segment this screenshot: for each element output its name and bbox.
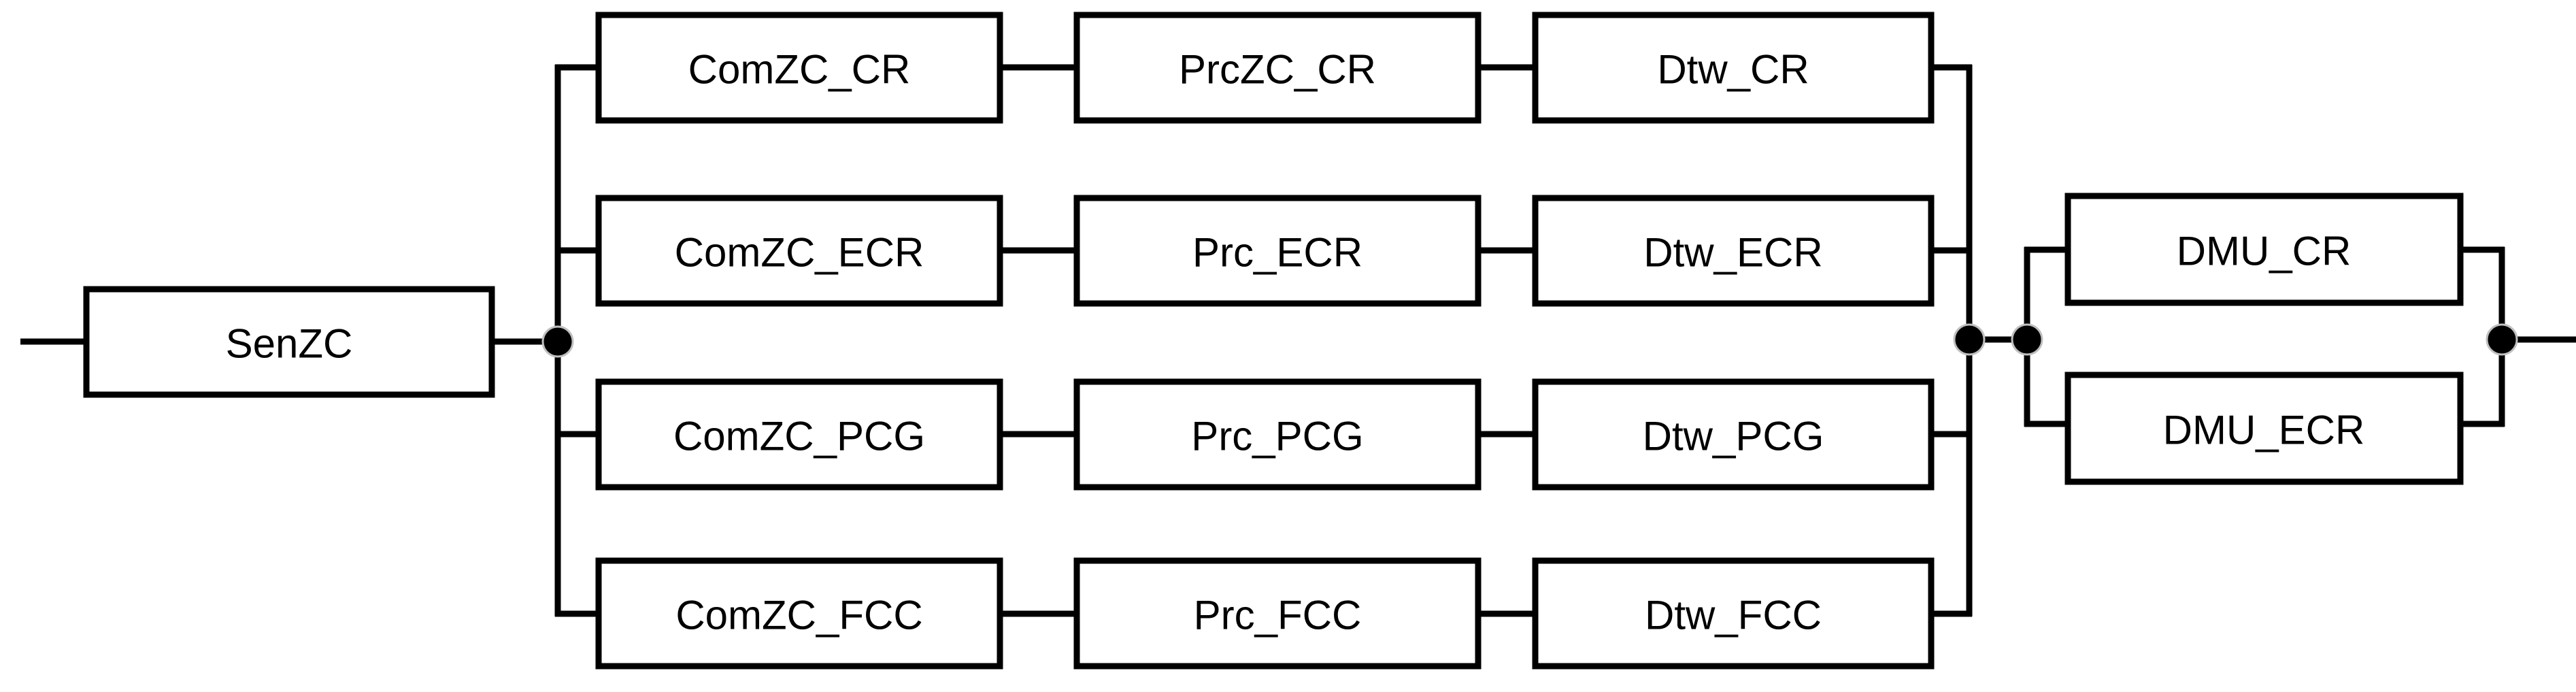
block-dmu-ecr-label: DMU_ECR <box>2163 408 2365 453</box>
block-prczc-cr-label: PrcZC_CR <box>1179 47 1376 93</box>
block-comzc-cr-rect[interactable] <box>595 12 1003 124</box>
block-prc-ecr-rect[interactable] <box>1073 195 1482 307</box>
block-prc-pcg-rect[interactable] <box>1073 378 1482 491</box>
block-comzc-fcc[interactable]: ComZC_FCC <box>595 557 1003 670</box>
block-dmu-cr-rect[interactable] <box>2064 193 2464 306</box>
block-dtw-ecr-label: Dtw_ECR <box>1643 230 1822 276</box>
block-layer: SenZC ComZC_CR ComZC_ECR ComZC_PCG ComZC… <box>83 12 2464 670</box>
block-dtw-ecr-rect[interactable] <box>1532 195 1935 307</box>
junction-merge-dmu <box>2486 323 2518 356</box>
block-comzc-ecr-rect[interactable] <box>595 195 1003 307</box>
block-dtw-cr-rect[interactable] <box>1532 12 1935 124</box>
block-comzc-ecr[interactable]: ComZC_ECR <box>595 195 1003 307</box>
block-dtw-pcg-rect[interactable] <box>1532 378 1935 491</box>
junction-layer <box>541 323 2518 358</box>
block-prc-ecr[interactable]: Prc_ECR <box>1073 195 1482 307</box>
block-dtw-pcg-label: Dtw_PCG <box>1643 414 1824 459</box>
block-prc-ecr-label: Prc_ECR <box>1192 230 1362 276</box>
block-dtw-fcc[interactable]: Dtw_FCC <box>1532 557 1935 670</box>
block-dmu-cr-label: DMU_CR <box>2177 229 2352 274</box>
block-dtw-fcc-rect[interactable] <box>1532 557 1935 670</box>
block-dtw-pcg[interactable]: Dtw_PCG <box>1532 378 1935 491</box>
block-prc-fcc[interactable]: Prc_FCC <box>1073 557 1482 670</box>
wire-layer <box>20 64 2576 617</box>
block-dmu-ecr-rect[interactable] <box>2064 372 2464 485</box>
block-prczc-cr-rect[interactable] <box>1073 12 1482 124</box>
block-comzc-cr[interactable]: ComZC_CR <box>595 12 1003 124</box>
block-prc-pcg-label: Prc_PCG <box>1191 414 1363 459</box>
block-comzc-fcc-label: ComZC_FCC <box>675 593 922 638</box>
block-prc-fcc-rect[interactable] <box>1073 557 1482 670</box>
block-prc-fcc-label: Prc_FCC <box>1194 593 1362 638</box>
block-comzc-pcg[interactable]: ComZC_PCG <box>595 378 1003 491</box>
junction-fanout-senzc <box>541 325 574 358</box>
block-dtw-fcc-label: Dtw_FCC <box>1645 593 1822 638</box>
block-comzc-pcg-label: ComZC_PCG <box>673 414 925 459</box>
block-dtw-ecr[interactable]: Dtw_ECR <box>1532 195 1935 307</box>
junction-merge-dtw <box>1953 323 1986 356</box>
block-comzc-ecr-label: ComZC_ECR <box>675 230 924 276</box>
block-prc-pcg[interactable]: Prc_PCG <box>1073 378 1482 491</box>
block-senzc[interactable]: SenZC <box>83 286 495 398</box>
block-dmu-cr[interactable]: DMU_CR <box>2064 193 2464 306</box>
block-dtw-cr[interactable]: Dtw_CR <box>1532 12 1935 124</box>
block-comzc-fcc-rect[interactable] <box>595 557 1003 670</box>
block-comzc-cr-label: ComZC_CR <box>688 47 911 93</box>
block-dtw-cr-label: Dtw_CR <box>1657 47 1809 93</box>
block-prczc-cr[interactable]: PrcZC_CR <box>1073 12 1482 124</box>
block-senzc-label: SenZC <box>226 321 353 367</box>
block-comzc-pcg-rect[interactable] <box>595 378 1003 491</box>
junction-fanout-dmu <box>2011 323 2043 356</box>
block-dmu-ecr[interactable]: DMU_ECR <box>2064 372 2464 485</box>
block-senzc-rect[interactable] <box>83 286 495 398</box>
